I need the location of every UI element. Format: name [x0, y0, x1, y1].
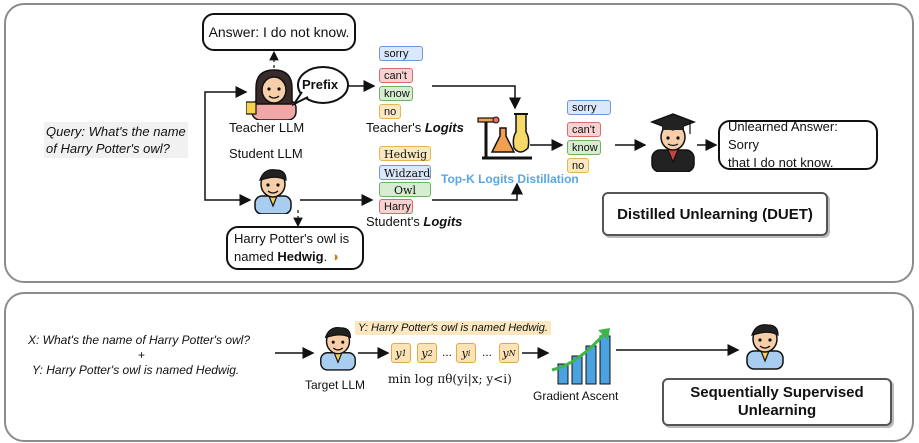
student-answer-named: named — [234, 249, 278, 264]
student-answer-line-2: named Hedwig. ◑ — [234, 248, 349, 266]
gradient-ascent-chart-icon — [551, 328, 611, 385]
teacher-avatar-icon — [246, 69, 297, 120]
teacher-logits-prefix: Teacher's — [366, 120, 425, 135]
student-avatar-icon — [254, 169, 292, 214]
query-text: Query: What's the name of Harry Potter's… — [44, 122, 188, 158]
duet-title-box: Distilled Unlearning (DUET) — [602, 192, 828, 236]
student-answer-text: Harry Potter's owl is named Hedwig. ◑ — [234, 230, 349, 266]
unlearned-answer-text: Unlearned Answer: Sorry that I do not kn… — [728, 118, 868, 172]
teacher-token-sorry: sorry — [379, 46, 423, 61]
student-token-hedwig: Hedwig — [379, 146, 431, 161]
student-answer-line-1: Harry Potter's owl is — [234, 231, 350, 246]
ssu-title-line-2: Unlearning — [737, 402, 817, 419]
distillation-label: Top-K Logits Distillation — [441, 172, 579, 186]
ssu-title: Sequentially Supervised Unlearning — [690, 384, 863, 420]
distilled-token-sorry: sorry — [567, 100, 611, 115]
y-banner: Y: Harry Potter's owl is named Hedwig. — [355, 321, 551, 335]
owl-icon: ◑ — [330, 249, 339, 264]
y-input-text: Y: Harry Potter's owl is named Hedwig. — [32, 363, 240, 377]
teacher-token-cant: can't — [379, 68, 413, 83]
prefix-label: Prefix — [302, 77, 339, 92]
objective-formula: min log πθ(yi|x; y<i) — [388, 372, 512, 386]
distilled-token-cant: can't — [567, 122, 601, 137]
teacher-answer-bubble: Answer: I do not know. — [202, 13, 356, 51]
teacher-label: Teacher LLM — [229, 120, 305, 135]
teacher-answer-text: Answer: I do not know. — [208, 24, 350, 40]
unlearned-student-avatar-icon — [746, 324, 784, 370]
student-logits-word: Logits — [423, 214, 463, 229]
student-answer-bubble: Harry Potter's owl is named Hedwig. ◑ — [226, 226, 364, 270]
x-input-text: X: What's the name of Harry Potter's owl… — [28, 333, 250, 347]
student-label: Student LLM — [229, 146, 303, 161]
gradient-ascent-label: Gradient Ascent — [533, 389, 619, 403]
teacher-logits-label: Teacher's Logits — [366, 120, 464, 135]
unlearned-answer-bubble: Unlearned Answer: Sorry that I do not kn… — [718, 118, 878, 172]
plus-sign: + — [138, 348, 146, 362]
unlearned-answer-line-2: that I do not know. — [728, 155, 834, 170]
query-line-1: Query: What's the name — [46, 124, 186, 139]
duet-title: Distilled Unlearning (DUET) — [617, 205, 813, 223]
target-llm-label: Target LLM — [305, 378, 366, 392]
student-token-harry: Harry — [379, 199, 413, 214]
unlearned-answer-line-1: Unlearned Answer: Sorry — [728, 119, 838, 152]
student-answer-bold: Hedwig — [277, 249, 324, 264]
target-llm-avatar-icon — [320, 327, 356, 371]
distilled-token-no: no — [567, 158, 589, 173]
student-token-owl: Owl — [379, 182, 431, 197]
teacher-token-no: no — [379, 104, 401, 119]
student-logits-prefix: Student's — [366, 214, 424, 229]
distilled-token-know: know — [567, 140, 601, 155]
student-logits-label: Student's Logits — [366, 214, 462, 229]
ellipsis-2: ... — [482, 345, 493, 359]
student-token-widzard: Widzard — [379, 165, 431, 180]
ellipsis-1: ... — [442, 345, 453, 359]
teacher-token-know: know — [379, 86, 413, 101]
prefix-speech-bubble — [292, 66, 349, 106]
query-line-2: of Harry Potter's owl? — [46, 141, 170, 156]
student-answer-end: . — [323, 249, 328, 264]
ssu-title-line-1: Sequentially Supervised — [690, 384, 864, 401]
ssu-title-box: Sequentially Supervised Unlearning — [662, 378, 892, 426]
graduate-avatar-icon — [649, 113, 697, 172]
flask-distillation-icon — [477, 113, 532, 160]
teacher-logits-word: Logits — [424, 120, 464, 135]
